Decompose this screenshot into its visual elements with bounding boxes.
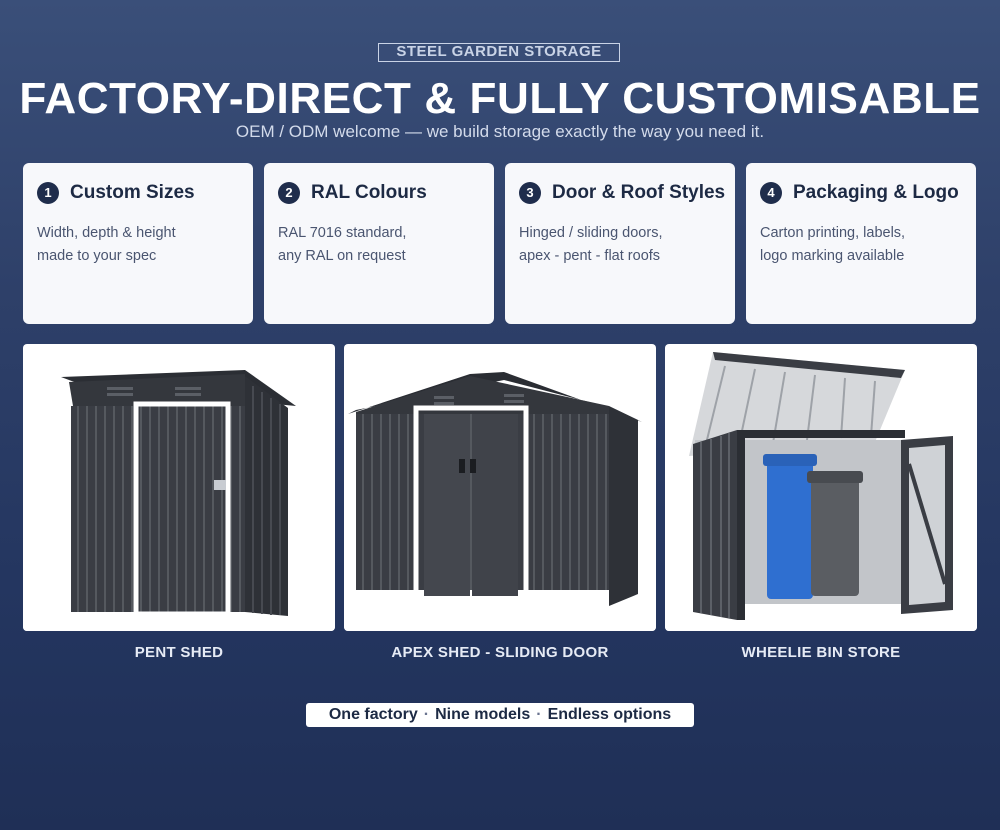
feature-title: Door & Roof Styles [552,182,726,203]
feature-title: Custom Sizes [70,182,195,203]
tagline-separator: · [536,706,542,723]
feature-description: RAL 7016 standard,any RAL on request [278,225,407,264]
feature-title: RAL Colours [311,182,427,203]
bin-store-illustration [665,352,977,631]
number-badge-icon: 2 [278,182,300,204]
product-image-apex-shed [344,344,656,631]
product-caption-pent-shed: PENT SHED [134,644,224,661]
number-badge-icon: 4 [760,182,782,204]
tagline-item-factory: One factory [328,706,418,723]
product-caption-apex-shed: APEX SHED - SLIDING DOOR [391,644,609,661]
page-subheadline: OEM / ODM welcome — we build storage exa… [235,122,765,141]
feature-description: Carton printing, labels,logo marking ava… [760,225,906,264]
product-image-wheelie-bin-store [665,344,977,631]
product-caption-wheelie-bin-store: WHEELIE BIN STORE [741,644,901,661]
pent-shed-illustration [23,370,335,631]
tagline-separator: · [423,706,430,723]
feature-title: Packaging & Logo [793,182,959,203]
feature-card-door-roof-styles: 3 Door & Roof Styles Hinged / sliding do… [505,163,735,324]
number-badge-icon: 3 [519,182,541,204]
page-headline: FACTORY-DIRECT & FULLY CUSTOMISABLE [19,74,981,123]
product-image-pent-shed [23,344,335,631]
feature-card-packaging-logo: 4 Packaging & Logo Carton printing, labe… [746,163,976,324]
tagline-item-options: Endless options [547,706,672,723]
feature-description: Hinged / sliding doors,apex - pent - fla… [519,225,663,264]
apex-shed-illustration [344,372,656,631]
feature-card-ral-colours: 2 RAL Colours RAL 7016 standard,any RAL … [264,163,494,324]
tagline-pill: One factory · Nine models · Endless options [306,703,694,727]
number-badge-icon: 1 [37,182,59,204]
tagline-item-models: Nine models [435,706,531,723]
eyebrow-label: STEEL GARDEN STORAGE [378,43,620,62]
